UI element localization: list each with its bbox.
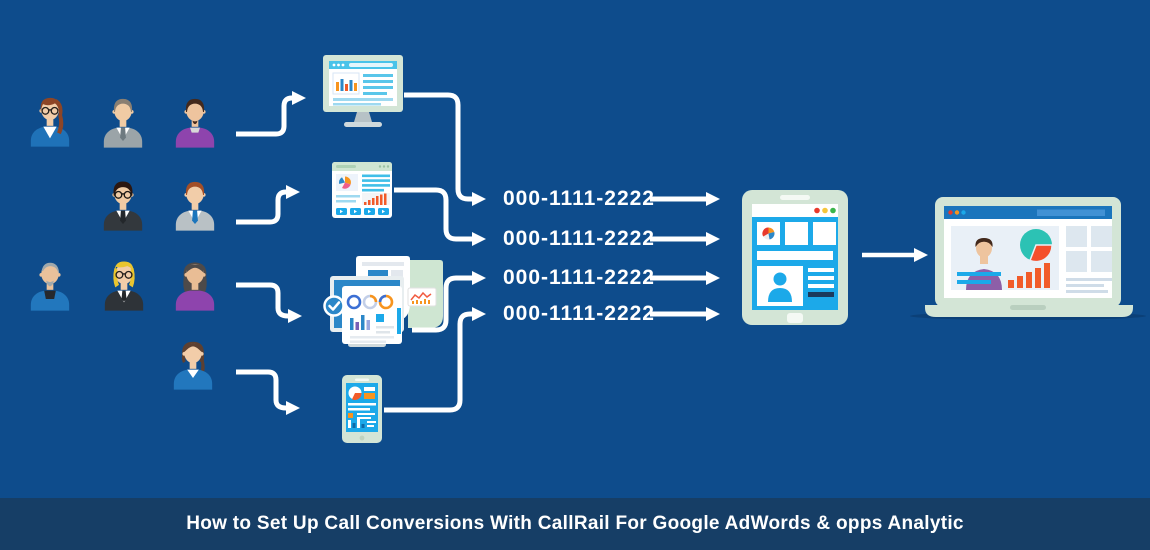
tracking-number-2: 000-1111-2222 bbox=[503, 227, 655, 250]
arrow-desktop-to-number1 bbox=[404, 92, 486, 206]
tracking-number-3: 000-1111-2222 bbox=[503, 266, 655, 289]
check-badge-icon bbox=[323, 295, 345, 317]
arrow-group1-to-desktop bbox=[236, 91, 306, 137]
arrow-group3-to-reports bbox=[236, 282, 302, 323]
avatar-man-gray-suit bbox=[103, 98, 143, 148]
avatar-man-black-suit-glasses bbox=[103, 181, 143, 231]
diagram bbox=[30, 55, 1146, 443]
title-bar: How to Set Up Call Conversions With Call… bbox=[0, 498, 1150, 550]
bar-chart-icon bbox=[348, 418, 365, 428]
button-row bbox=[336, 208, 389, 215]
sparkline-card-icon bbox=[407, 287, 437, 307]
avatar-man-gray-beard bbox=[30, 262, 70, 311]
mobile-analytics-icon bbox=[342, 375, 382, 443]
pie-chart-icon bbox=[348, 386, 362, 400]
avatar-man-auburn-gray-suit bbox=[175, 181, 215, 231]
arrow-group4-to-mobile bbox=[236, 369, 300, 415]
avatar-woman-auburn-glasses bbox=[30, 97, 70, 147]
glasses-icon bbox=[114, 190, 132, 199]
arrow-group2-to-browser bbox=[236, 185, 300, 225]
pie-chart-icon bbox=[762, 227, 775, 240]
arrow-browser-to-number2 bbox=[394, 187, 486, 246]
tracking-number-1: 000-1111-2222 bbox=[503, 187, 655, 210]
pie-chart-icon bbox=[338, 176, 351, 189]
device-to-number-arrows bbox=[384, 92, 486, 413]
arrow-mobile-to-number4 bbox=[384, 307, 486, 413]
bar-chart-icon bbox=[336, 79, 357, 91]
donut-chart-icon bbox=[346, 294, 394, 310]
bar-chart-icon bbox=[350, 315, 370, 330]
glasses-icon bbox=[115, 270, 133, 279]
avatar-woman-dark-purple-top bbox=[175, 262, 215, 311]
pie-chart-icon bbox=[1020, 229, 1053, 263]
avatar-woman-blonde-glasses bbox=[104, 261, 144, 311]
number-to-tablet-arrows bbox=[650, 192, 720, 321]
tracking-number-4: 000-1111-2222 bbox=[503, 302, 655, 325]
bar-chart-icon bbox=[362, 193, 390, 205]
tablet-landing-page-icon bbox=[742, 190, 848, 325]
connector-arrows bbox=[236, 91, 306, 415]
arrow-reports-to-number3 bbox=[412, 271, 486, 333]
desktop-analytics-icon bbox=[323, 55, 403, 127]
avatar-woman-brown-blue-top bbox=[173, 341, 213, 390]
browser-report-icon bbox=[332, 162, 392, 218]
page-title: How to Set Up Call Conversions With Call… bbox=[186, 513, 964, 534]
multi-report-analytics-icon bbox=[323, 256, 443, 347]
bar-chart-icon bbox=[1008, 263, 1050, 288]
avatar-man-purple-shirt bbox=[175, 98, 215, 148]
laptop-dashboard-icon bbox=[910, 197, 1146, 320]
glasses-icon bbox=[41, 106, 59, 115]
user-photo-icon bbox=[768, 272, 792, 302]
